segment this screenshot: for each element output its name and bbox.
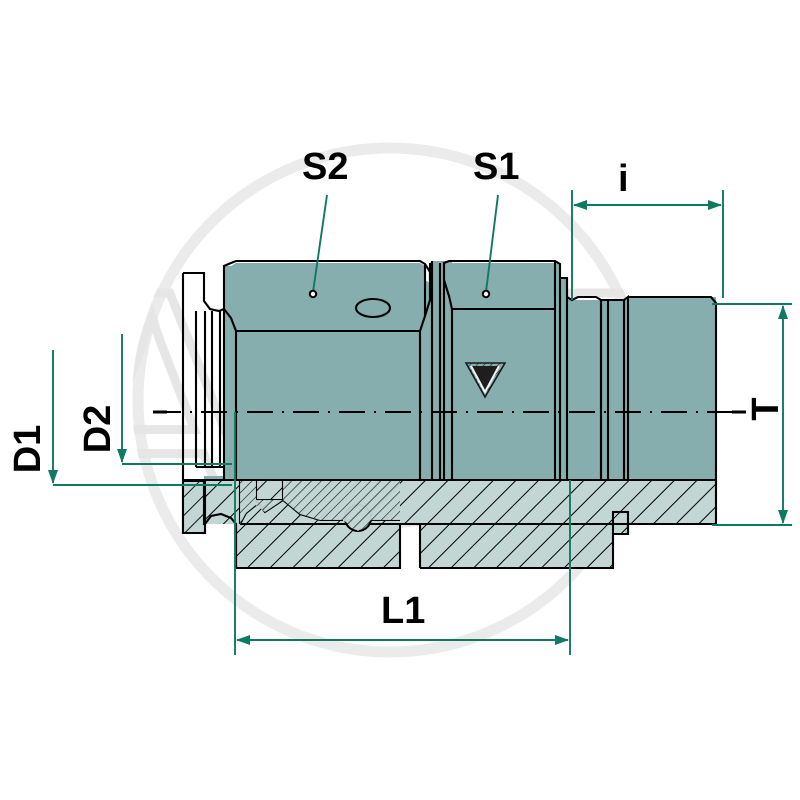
dimension-l1 <box>234 412 571 655</box>
nut-marking-oval <box>354 297 392 319</box>
manufacturer-logo-stamp <box>464 362 507 399</box>
dimension-lines <box>48 190 792 655</box>
left-collar-top <box>183 271 225 313</box>
left-collar-section-fill <box>181 479 207 535</box>
label-l1: L1 <box>381 590 426 632</box>
label-d2: D2 <box>77 404 119 454</box>
ferrule-section-fill <box>240 481 400 531</box>
dimension-d1 <box>48 350 232 486</box>
dimension-i <box>571 190 724 300</box>
label-s2: S2 <box>302 146 349 188</box>
label-d1: D1 <box>7 424 49 474</box>
label-t: T <box>745 397 787 421</box>
dimension-t <box>712 303 792 526</box>
fitting-body-upper <box>183 261 716 480</box>
leader-s2 <box>308 194 328 299</box>
label-i: i <box>618 158 629 200</box>
leader-s1 <box>481 194 499 299</box>
dimension-d2 <box>117 334 232 465</box>
label-s1: S1 <box>473 146 520 188</box>
